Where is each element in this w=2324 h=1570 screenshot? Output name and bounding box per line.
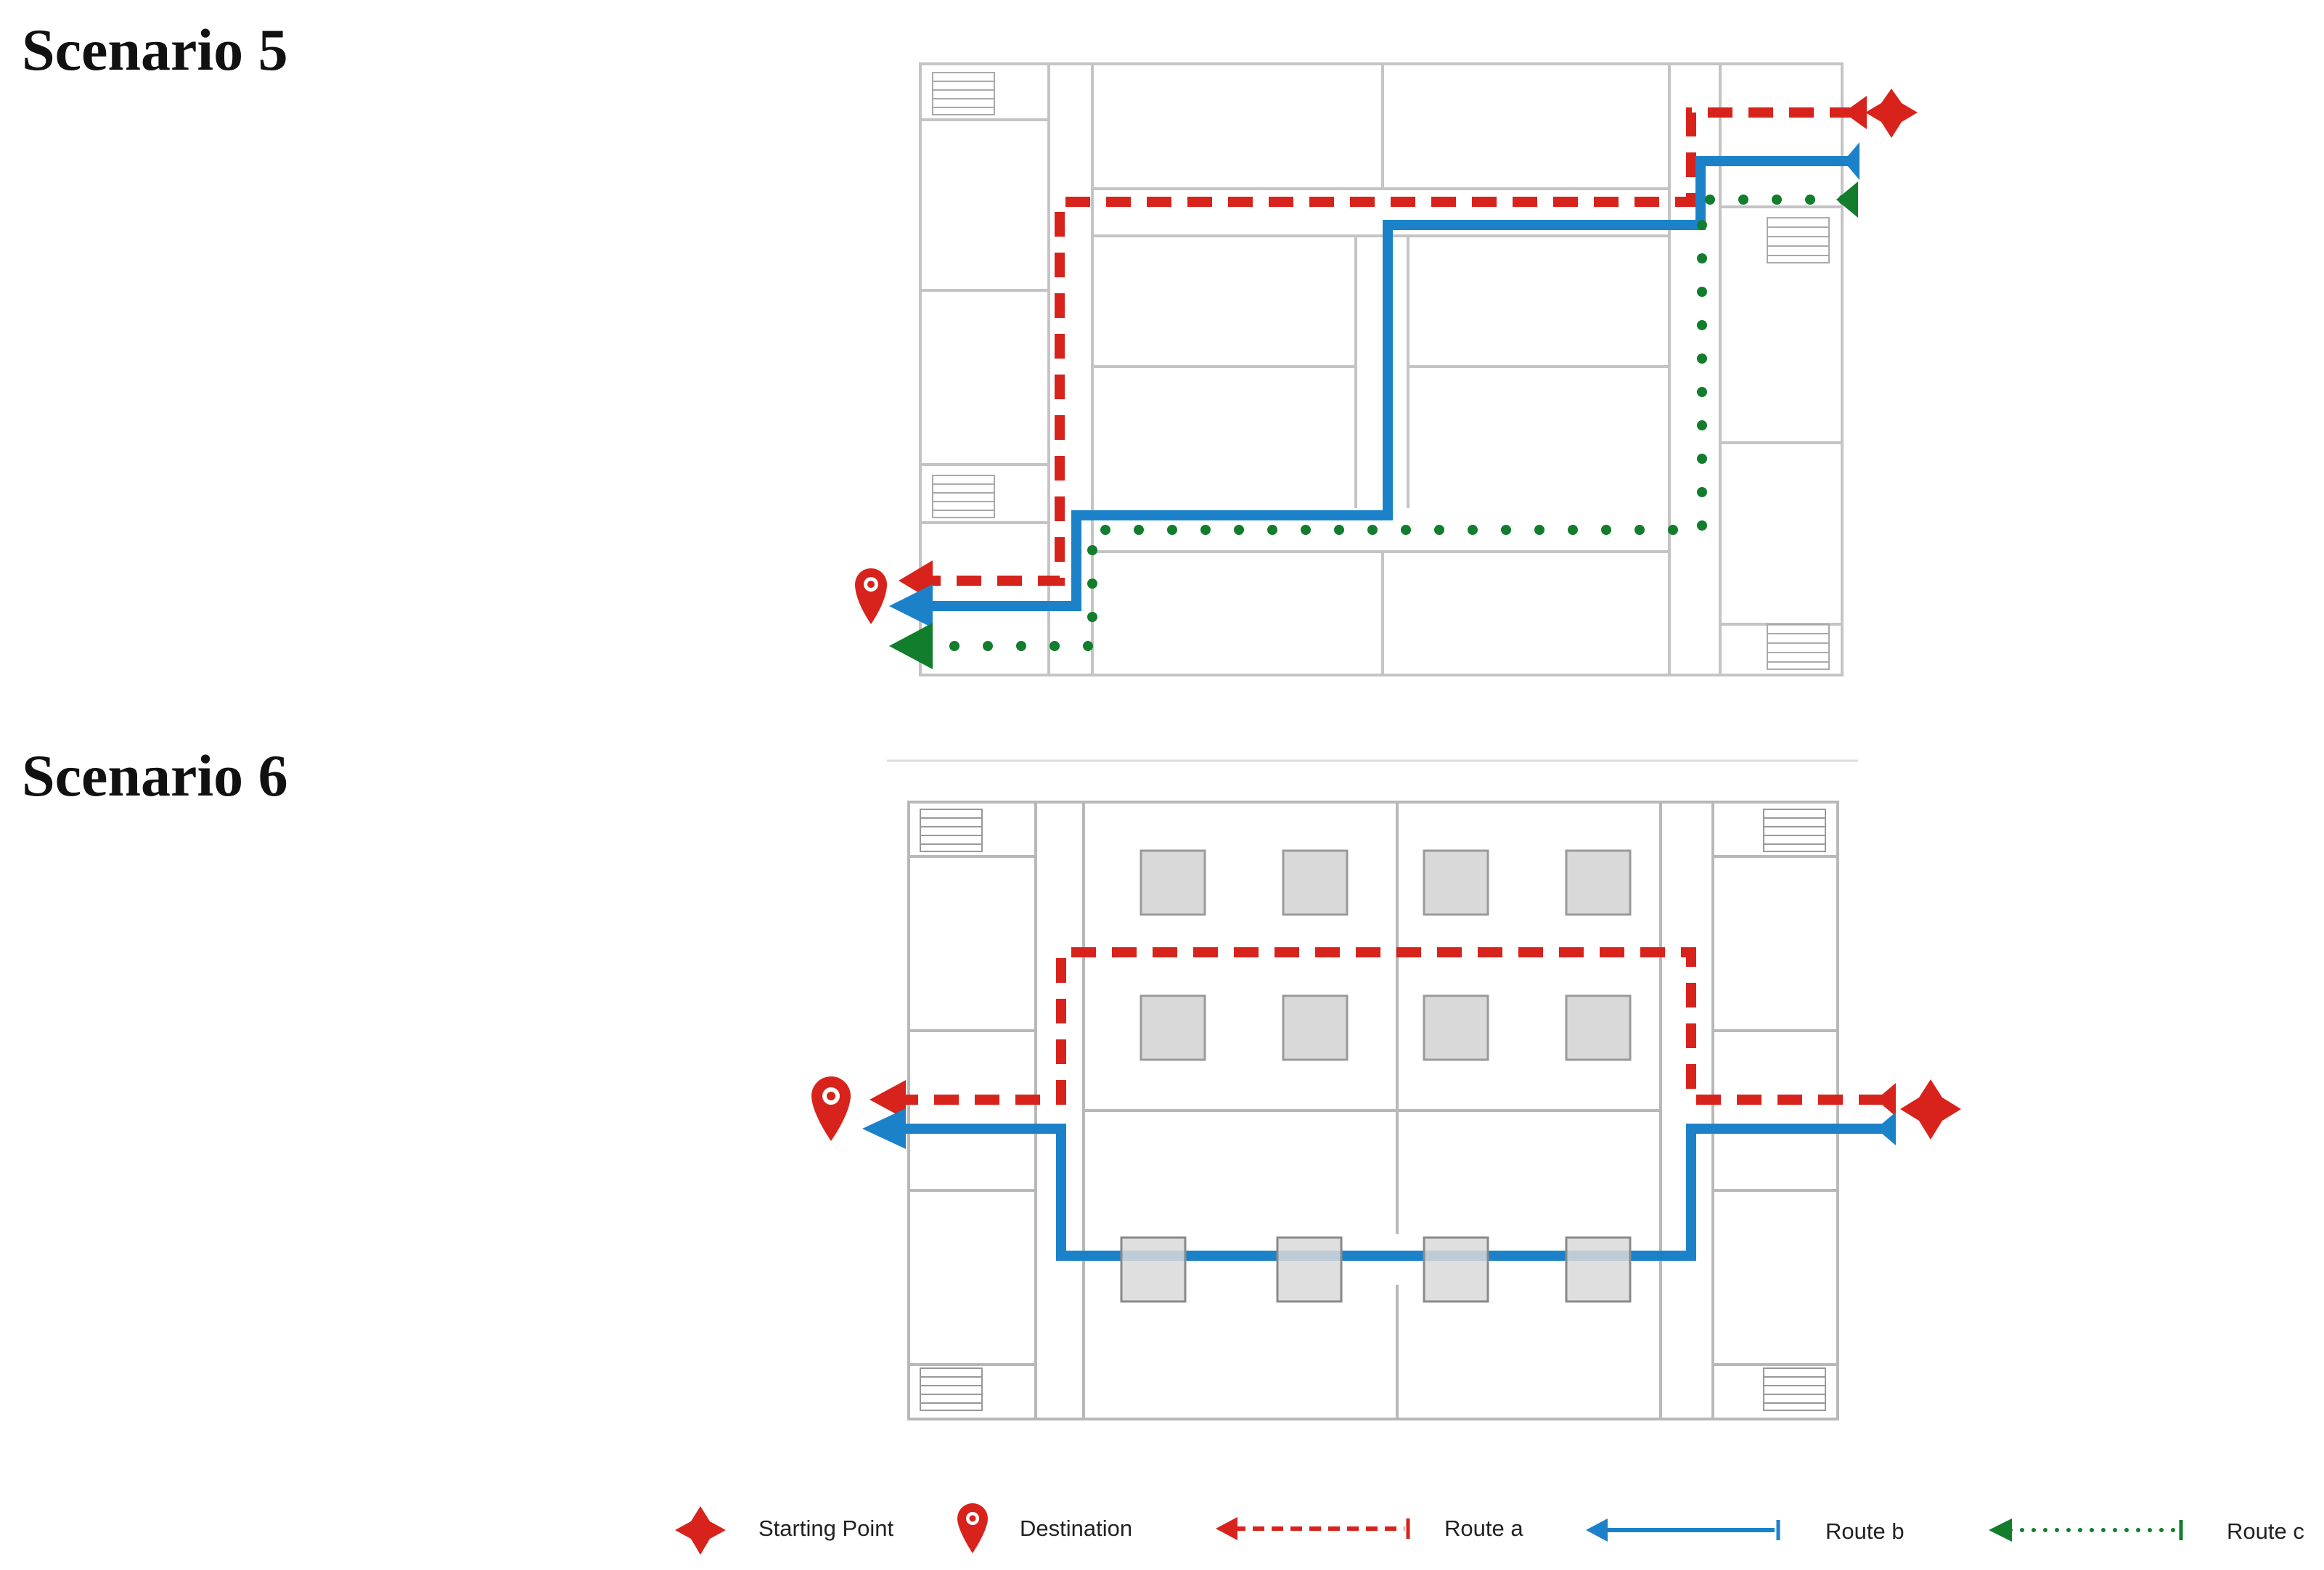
stairwell — [1767, 217, 1830, 263]
legend-route-b-arrow — [1586, 1518, 1608, 1542]
destination-icon — [811, 1076, 851, 1141]
pillar — [1565, 849, 1632, 916]
pillar — [1276, 1236, 1343, 1303]
route-b-start-arrow — [1844, 142, 1859, 180]
route-b-path — [925, 156, 1854, 611]
stairwell — [920, 1367, 983, 1411]
stairwell — [932, 475, 995, 518]
pillar — [1282, 849, 1349, 916]
stairwell — [1767, 623, 1830, 670]
starting-point-icon — [1900, 1079, 1961, 1140]
legend-start-icon — [675, 1506, 726, 1555]
destination-icon — [855, 568, 887, 624]
pillar — [1423, 994, 1489, 1061]
stairwell — [932, 72, 995, 115]
route-a-path — [925, 107, 1854, 586]
pillar — [1565, 1236, 1632, 1303]
route-a-path — [900, 947, 1883, 1105]
scenario-6-pillars-lower — [1120, 1236, 1632, 1303]
route-b-path — [900, 1124, 1883, 1261]
scenario-5-routes — [889, 96, 1867, 669]
route-a-end-arrow — [870, 1080, 906, 1119]
route-c-start-arrow — [1836, 181, 1858, 218]
building-outline — [907, 801, 1839, 1420]
stairwell — [1763, 1367, 1826, 1411]
pillar — [1565, 994, 1632, 1061]
pillar — [1120, 1236, 1187, 1303]
stairwell — [1763, 809, 1826, 852]
pillar — [1140, 994, 1206, 1061]
starting-point-icon — [1865, 89, 1918, 138]
legend-start-label: Starting Point — [758, 1516, 894, 1541]
route-a-start-arrow — [1876, 1083, 1896, 1116]
stairwell — [920, 809, 983, 852]
legend-route-a-arrow — [1216, 1517, 1237, 1540]
route-c-end-arrow — [889, 623, 933, 669]
route-a-start-arrow — [1844, 96, 1867, 129]
legend-destination-icon — [957, 1503, 988, 1553]
route-b-end-arrow — [889, 584, 933, 628]
scenario-6-routes — [862, 947, 1896, 1261]
legend-route-a-label: Route a — [1444, 1516, 1523, 1541]
scenario-6-floor-plan — [907, 801, 1839, 1420]
route-b-start-arrow — [1876, 1112, 1896, 1145]
legend-route-c-label: Route c — [2227, 1518, 2304, 1544]
pillar — [1423, 1236, 1489, 1303]
scenario-6-title: Scenario 6 — [22, 743, 288, 809]
legend-route-b-label: Route b — [1825, 1518, 1904, 1544]
legend-route-c-arrow — [1989, 1518, 2012, 1542]
pillar — [1423, 849, 1489, 916]
legend-destination-label: Destination — [1020, 1516, 1133, 1541]
scenario-5-title: Scenario 5 — [22, 17, 288, 83]
scenario-6-pillars — [1140, 849, 1632, 1061]
route-b-end-arrow — [862, 1108, 906, 1149]
pillar — [1282, 994, 1349, 1061]
pillar — [1140, 849, 1206, 916]
scenario-5-floor-plan — [919, 62, 1844, 676]
legend — [675, 1503, 2183, 1555]
